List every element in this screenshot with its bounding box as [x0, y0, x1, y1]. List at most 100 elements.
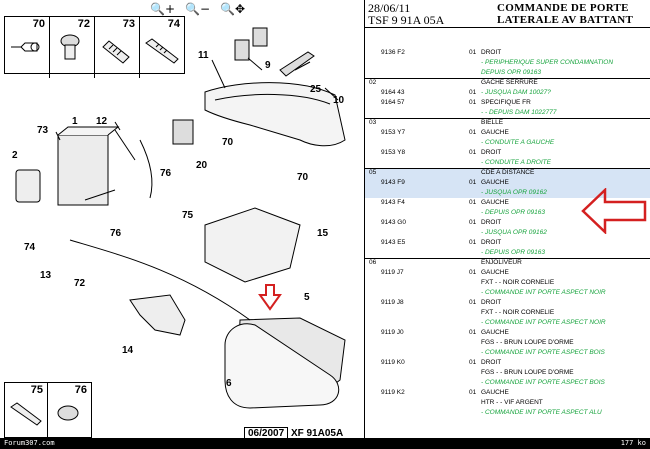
callout-label: 73	[37, 125, 49, 136]
part-reference: 9143 E5	[381, 239, 406, 246]
fastener-cell[interactable]: 72	[50, 17, 95, 78]
part-description: HTR - - VIF ARGENT	[481, 399, 543, 406]
parts-row[interactable]: - CONDUITE A DROITE	[365, 158, 650, 168]
part-description: FXT - - NOIR CORNELIE	[481, 279, 555, 286]
part-description: - CONDUITE A GAUCHE	[481, 139, 555, 146]
title-line-2: LATERALE AV BATTANT	[497, 14, 634, 26]
parts-row[interactable]: 06 ENJOLIVEUR	[365, 258, 650, 268]
fastener-cell[interactable]: 76	[48, 383, 91, 442]
fastener-grid-top: 70 72 73 74	[4, 16, 185, 78]
parts-list-panel: 28/06/11 TSF 9 91A 05A COMMANDE DE PORTE…	[364, 0, 650, 438]
part-description: FXT - - NOIR CORNELIE	[481, 309, 555, 316]
part-description: FGS - - BRUN LOUPE D'ORME	[481, 369, 574, 376]
parts-row[interactable]: - COMMANDE INT PORTE ASPECT BOIS	[365, 348, 650, 358]
part-number: 70	[32, 18, 45, 30]
parts-row[interactable]: HTR - - VIF ARGENT	[365, 398, 650, 408]
fastener-cell[interactable]: 73	[95, 17, 140, 78]
part-description: DROIT	[481, 219, 502, 226]
zoom-toolbar: 🔍+ 🔍− 🔍✥	[150, 2, 245, 16]
parts-row[interactable]: FGS - - BRUN LOUPE D'ORME	[365, 338, 650, 348]
part-description: - JUSQUA OPR 09162	[481, 229, 547, 236]
part-description: - - DEPUIS DAM 1022777	[481, 109, 557, 116]
part-reference: 9119 K0	[381, 359, 405, 366]
zoom-in-icon[interactable]: 🔍+	[150, 2, 175, 16]
part-description: - COMMANDE INT PORTE ASPECT BOIS	[481, 379, 605, 386]
parts-row[interactable]: - DEPUIS OPR 09163	[365, 248, 650, 258]
parts-row[interactable]: 9153 Y7 01 GAUCHE	[365, 128, 650, 138]
part-description: GAUCHE	[481, 199, 509, 206]
parts-row[interactable]: - COMMANDE INT PORTE ASPECT NOIR	[365, 318, 650, 328]
quantity: 01	[469, 329, 477, 336]
part-reference: 9153 Y8	[381, 149, 406, 156]
catalog-reference: TSF 9 91A 05A	[368, 13, 445, 27]
fastener-cell[interactable]: 74	[140, 17, 184, 78]
callout-label: 72	[74, 278, 86, 289]
part-description: - CONDUITE A DROITE	[481, 159, 551, 166]
parts-row[interactable]: - JUSQUA OPR 09162	[365, 188, 650, 198]
quantity: 01	[469, 299, 477, 306]
parts-row[interactable]: - CONDUITE A GAUCHE	[365, 138, 650, 148]
red-arrow-icon	[581, 188, 647, 234]
part-reference: 9119 J8	[381, 299, 404, 306]
zoom-pan-icon[interactable]: 🔍✥	[220, 2, 245, 16]
edition-date: 06/2007	[244, 427, 289, 440]
parts-row[interactable]: - JUSQUA OPR 09162	[365, 228, 650, 238]
parts-row[interactable]: - COMMANDE INT PORTE ASPECT BOIS	[365, 378, 650, 388]
fastener-cell[interactable]: 70	[5, 17, 50, 78]
exploded-diagram: 🔍+ 🔍− 🔍✥ 70 72 73 74	[4, 2, 346, 442]
part-description: - COMMANDE INT PORTE ASPECT BOIS	[481, 349, 605, 356]
parts-row[interactable]: FGS - - BRUN LOUPE D'ORME	[365, 368, 650, 378]
fastener-cell[interactable]: 75	[5, 383, 48, 442]
part-description: DROIT	[481, 49, 502, 56]
callout-label: 70	[222, 137, 234, 148]
part-reference: 9164 57	[381, 99, 405, 106]
callout-label: 70	[297, 172, 309, 183]
parts-row[interactable]: - - DEPUIS DAM 1022777	[365, 108, 650, 118]
rivet-icon	[60, 34, 80, 60]
zoom-out-icon[interactable]: 🔍−	[185, 2, 210, 16]
quantity: 01	[469, 129, 477, 136]
quantity: 01	[469, 389, 477, 396]
group-number: 06	[369, 259, 377, 266]
parts-row[interactable]: FXT - - NOIR CORNELIE	[365, 308, 650, 318]
group-divider	[365, 258, 650, 259]
part-number: 75	[30, 384, 43, 396]
parts-row[interactable]: FXT - - NOIR CORNELIE	[365, 278, 650, 288]
part-description: DROIT	[481, 299, 502, 306]
part-description: - DEPUIS OPR 09163	[481, 209, 545, 216]
part-description: GAUCHE	[481, 129, 509, 136]
callout-label: 74	[24, 242, 36, 253]
callout-label: 5	[304, 292, 310, 303]
file-size: 177 ko	[620, 439, 646, 447]
part-number: 74	[167, 18, 180, 30]
part-reference: 9153 Y7	[381, 129, 406, 136]
callout-label: 13	[40, 270, 52, 281]
parts-row[interactable]: 9119 J8 01 DROIT	[365, 298, 650, 308]
part-description: DROIT	[481, 359, 502, 366]
parts-row[interactable]: - COMMANDE INT PORTE ASPECT NOIR	[365, 288, 650, 298]
parts-row[interactable]: DEPUIS OPR 09163	[365, 68, 650, 78]
parts-row[interactable]: - COMMANDE INT PORTE ASPECT ALU	[365, 408, 650, 418]
part-description: ENJOLIVEUR	[481, 259, 522, 266]
parts-row[interactable]: - PERIPHERIQUE SUPER CONDAMNATION	[365, 58, 650, 68]
parts-row[interactable]: - DEPUIS OPR 09163	[365, 208, 650, 218]
part-reference: 9119 J0	[381, 329, 404, 336]
group-number: 02	[369, 79, 377, 86]
